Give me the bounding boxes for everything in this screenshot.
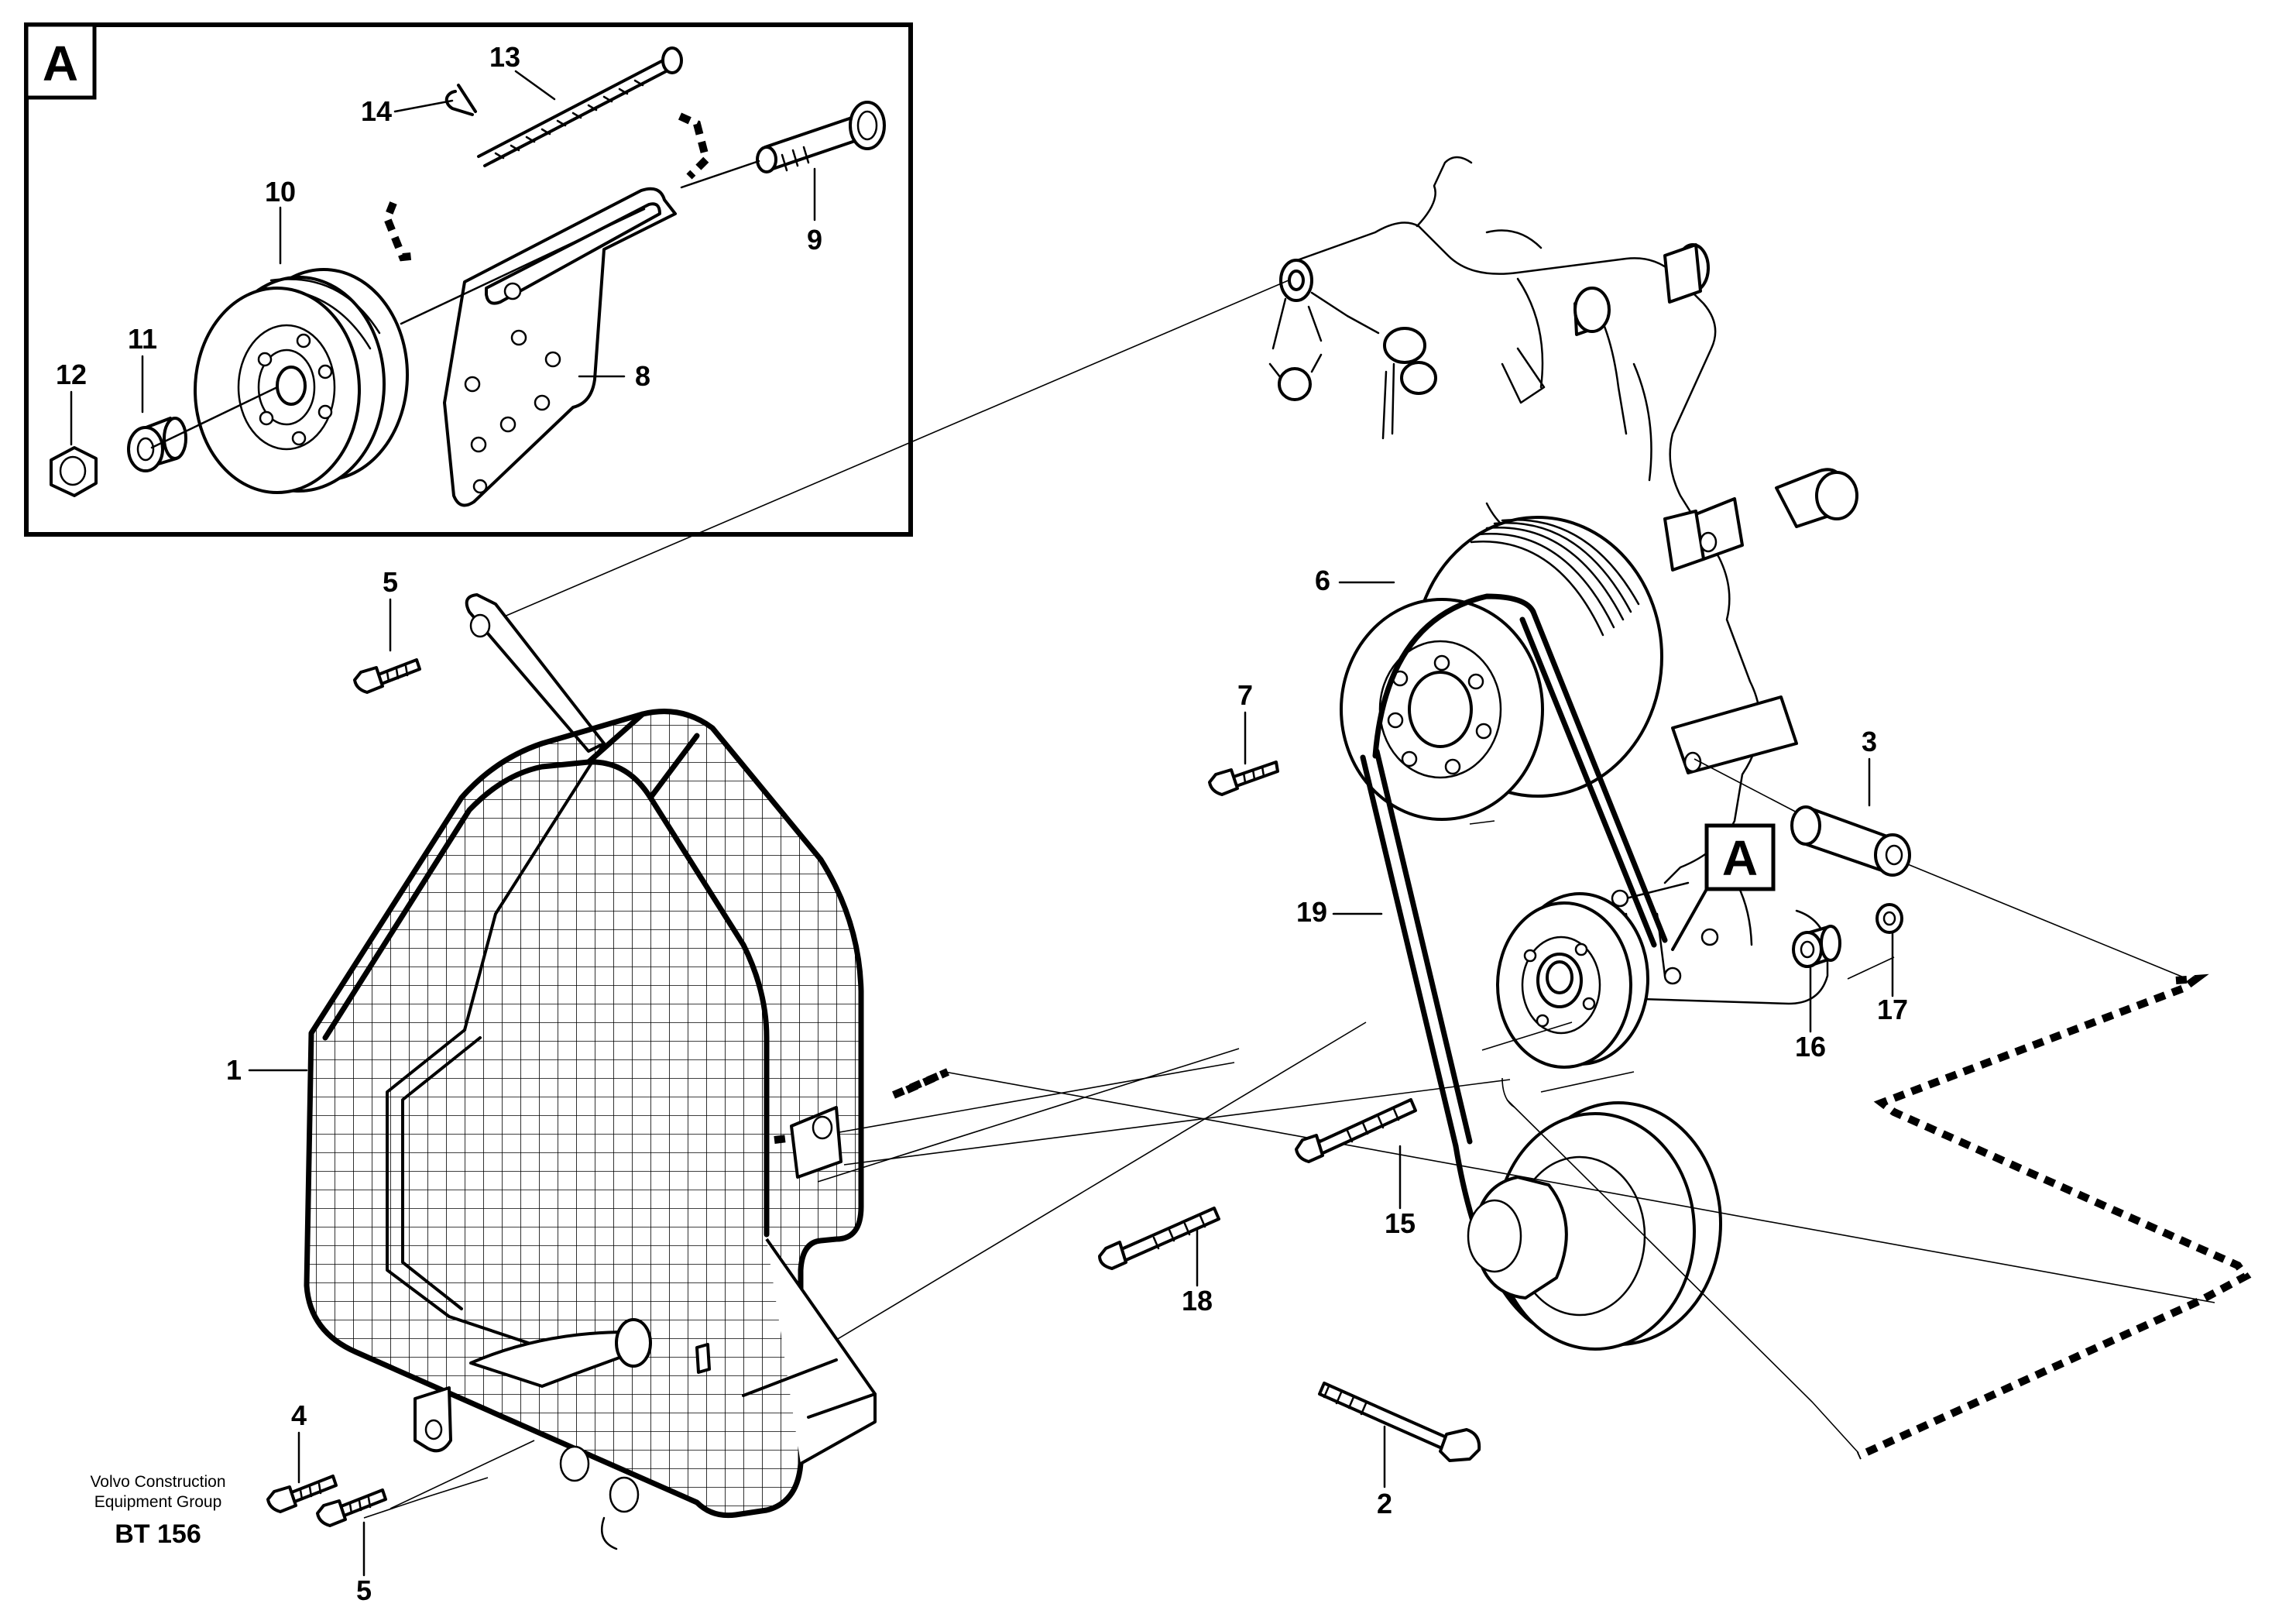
callout-4: 4 xyxy=(291,1399,307,1431)
belt-guard-1 xyxy=(304,593,877,1550)
callout-5-upper: 5 xyxy=(383,566,398,598)
callout-10: 10 xyxy=(265,176,296,208)
callout-14: 14 xyxy=(361,95,392,127)
view-a-marker: A xyxy=(1671,823,1776,951)
bolt-4 xyxy=(266,1475,338,1513)
callout-9: 9 xyxy=(807,224,822,256)
callout-13: 13 xyxy=(489,41,520,73)
callout-2: 2 xyxy=(1377,1488,1392,1519)
bolt-7 xyxy=(1208,760,1279,796)
engine-timing-cover xyxy=(1268,156,1858,1005)
bolt-2 xyxy=(1318,1382,1481,1462)
callout-8: 8 xyxy=(635,360,650,392)
callout-19: 19 xyxy=(1296,896,1327,928)
bolt-5-upper xyxy=(353,658,421,694)
callout-17: 17 xyxy=(1877,994,1908,1025)
callout-18: 18 xyxy=(1182,1285,1213,1317)
credit-line-1: Volvo Construction xyxy=(90,1473,225,1491)
idler-pulley-assembly xyxy=(1496,892,1649,1069)
assembly-leader-lines xyxy=(363,280,2252,1519)
publisher-credit: Volvo Construction Equipment Group BT 15… xyxy=(90,1473,225,1549)
callout-11: 11 xyxy=(128,323,157,355)
washer-17 xyxy=(1875,903,1903,934)
callout-6: 6 xyxy=(1315,565,1330,596)
bolt-18 xyxy=(1098,1207,1220,1270)
callout-16: 16 xyxy=(1795,1031,1826,1063)
credit-line-2: Equipment Group xyxy=(94,1493,222,1511)
tension-rod-13 xyxy=(477,46,683,167)
crankshaft-pulley-6 xyxy=(1340,516,1663,821)
drive-belt-19 xyxy=(1360,593,1668,1343)
adjuster-bracket-8 xyxy=(443,187,677,507)
view-a-label: A xyxy=(1722,830,1758,886)
bushing-3 xyxy=(1790,805,1911,877)
bolt-5-lower xyxy=(316,1488,387,1527)
callout-5-lower: 5 xyxy=(356,1574,372,1606)
callout-15: 15 xyxy=(1385,1207,1416,1239)
inset-dashed-bracket xyxy=(678,112,711,180)
callouts: 1 5 6 7 3 19 17 16 15 18 2 4 5 xyxy=(226,565,1908,1606)
callout-12: 12 xyxy=(56,359,87,390)
inset-label: A xyxy=(43,36,78,91)
pivot-pin-9 xyxy=(680,101,886,189)
spacer-16 xyxy=(1792,925,1841,968)
callout-3: 3 xyxy=(1862,726,1877,757)
water-pump-pulley xyxy=(1467,1101,1722,1351)
cotter-pin-14 xyxy=(444,84,477,116)
diagram-code: BT 156 xyxy=(115,1519,201,1549)
bolt-15 xyxy=(1295,1098,1417,1163)
tension-pulley-10 xyxy=(194,208,646,494)
callout-1: 1 xyxy=(226,1054,242,1086)
spacer-11 xyxy=(127,417,187,472)
callout-7: 7 xyxy=(1237,679,1253,711)
nut-12 xyxy=(50,386,279,497)
detail-view-a-inset: A xyxy=(24,22,913,537)
